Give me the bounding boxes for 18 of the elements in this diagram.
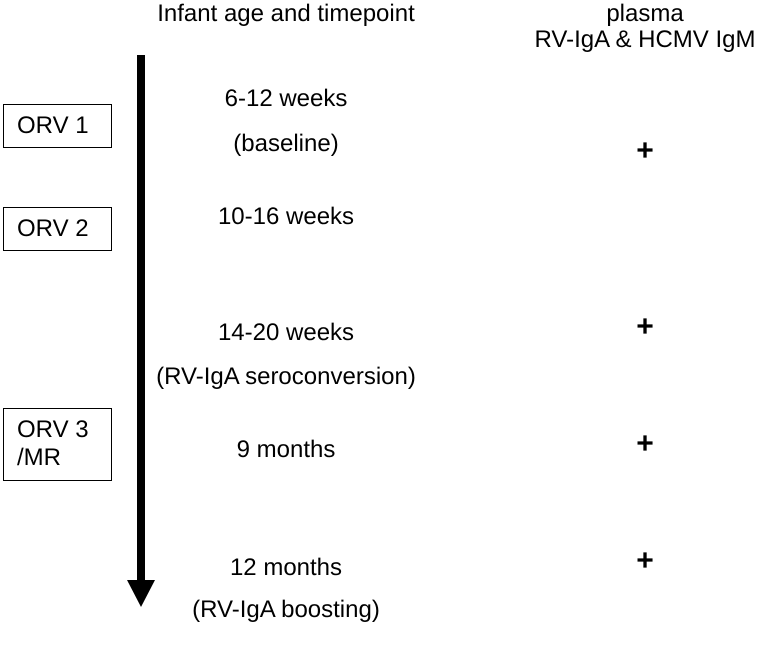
timepoint-label: 14-20 weeks (218, 319, 354, 347)
timepoint-label: 10-16 weeks (218, 203, 354, 231)
timepoint-label: 6-12 weeks (224, 85, 348, 113)
plus-sign: + (636, 547, 654, 575)
column-header: plasma (606, 0, 684, 28)
phase-note: (RV-IgA seroconversion) (156, 363, 416, 391)
timepoint-label: 12 months (230, 554, 342, 582)
timepoint-label: 9 months (236, 436, 336, 464)
vaccine-dose-box: ORV 1 (3, 104, 112, 148)
plus-sign: + (636, 137, 654, 165)
phase-note: (RV-IgA boosting) (192, 596, 380, 624)
plus-sign: + (636, 313, 654, 341)
vaccine-dose-box: ORV 2 (3, 207, 112, 251)
phase-note: (baseline) (233, 130, 339, 158)
column-header: RV-IgA & HCMV IgM (534, 26, 756, 54)
column-header: Infant age and timepoint (157, 0, 415, 28)
plus-sign: + (636, 430, 654, 458)
vaccine-dose-box: ORV 3 /MR (3, 408, 112, 481)
